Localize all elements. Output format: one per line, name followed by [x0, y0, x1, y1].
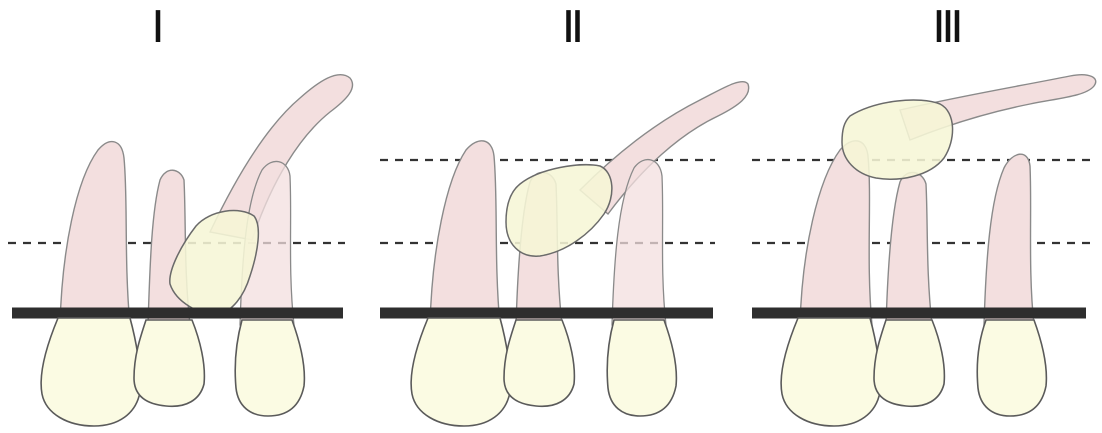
panel-3 [752, 75, 1096, 426]
panel-2-central-incisor-crown [411, 318, 510, 426]
panel-2-central-incisor-root [430, 141, 500, 325]
panel-1 [8, 75, 353, 426]
panel-3-impacted-canine-crown [842, 100, 953, 179]
panel-2-lateral-incisor-crown [504, 320, 574, 406]
panel-3-premolar-crown [977, 320, 1046, 416]
panel-1-central-incisor-root [60, 142, 130, 325]
panel-3-lateral-incisor-root [886, 172, 932, 325]
panel-3-lateral-incisor-crown [874, 320, 944, 406]
panel-3-premolar-root [984, 154, 1034, 325]
panel-2-premolar-crown [607, 320, 676, 416]
panel-1-premolar-crown [235, 320, 304, 416]
panel-3-central-incisor-crown [781, 318, 880, 426]
panel-1-lateral-incisor-crown [134, 320, 204, 406]
panel-2 [380, 82, 749, 426]
panel-1-central-incisor-crown [41, 318, 140, 426]
